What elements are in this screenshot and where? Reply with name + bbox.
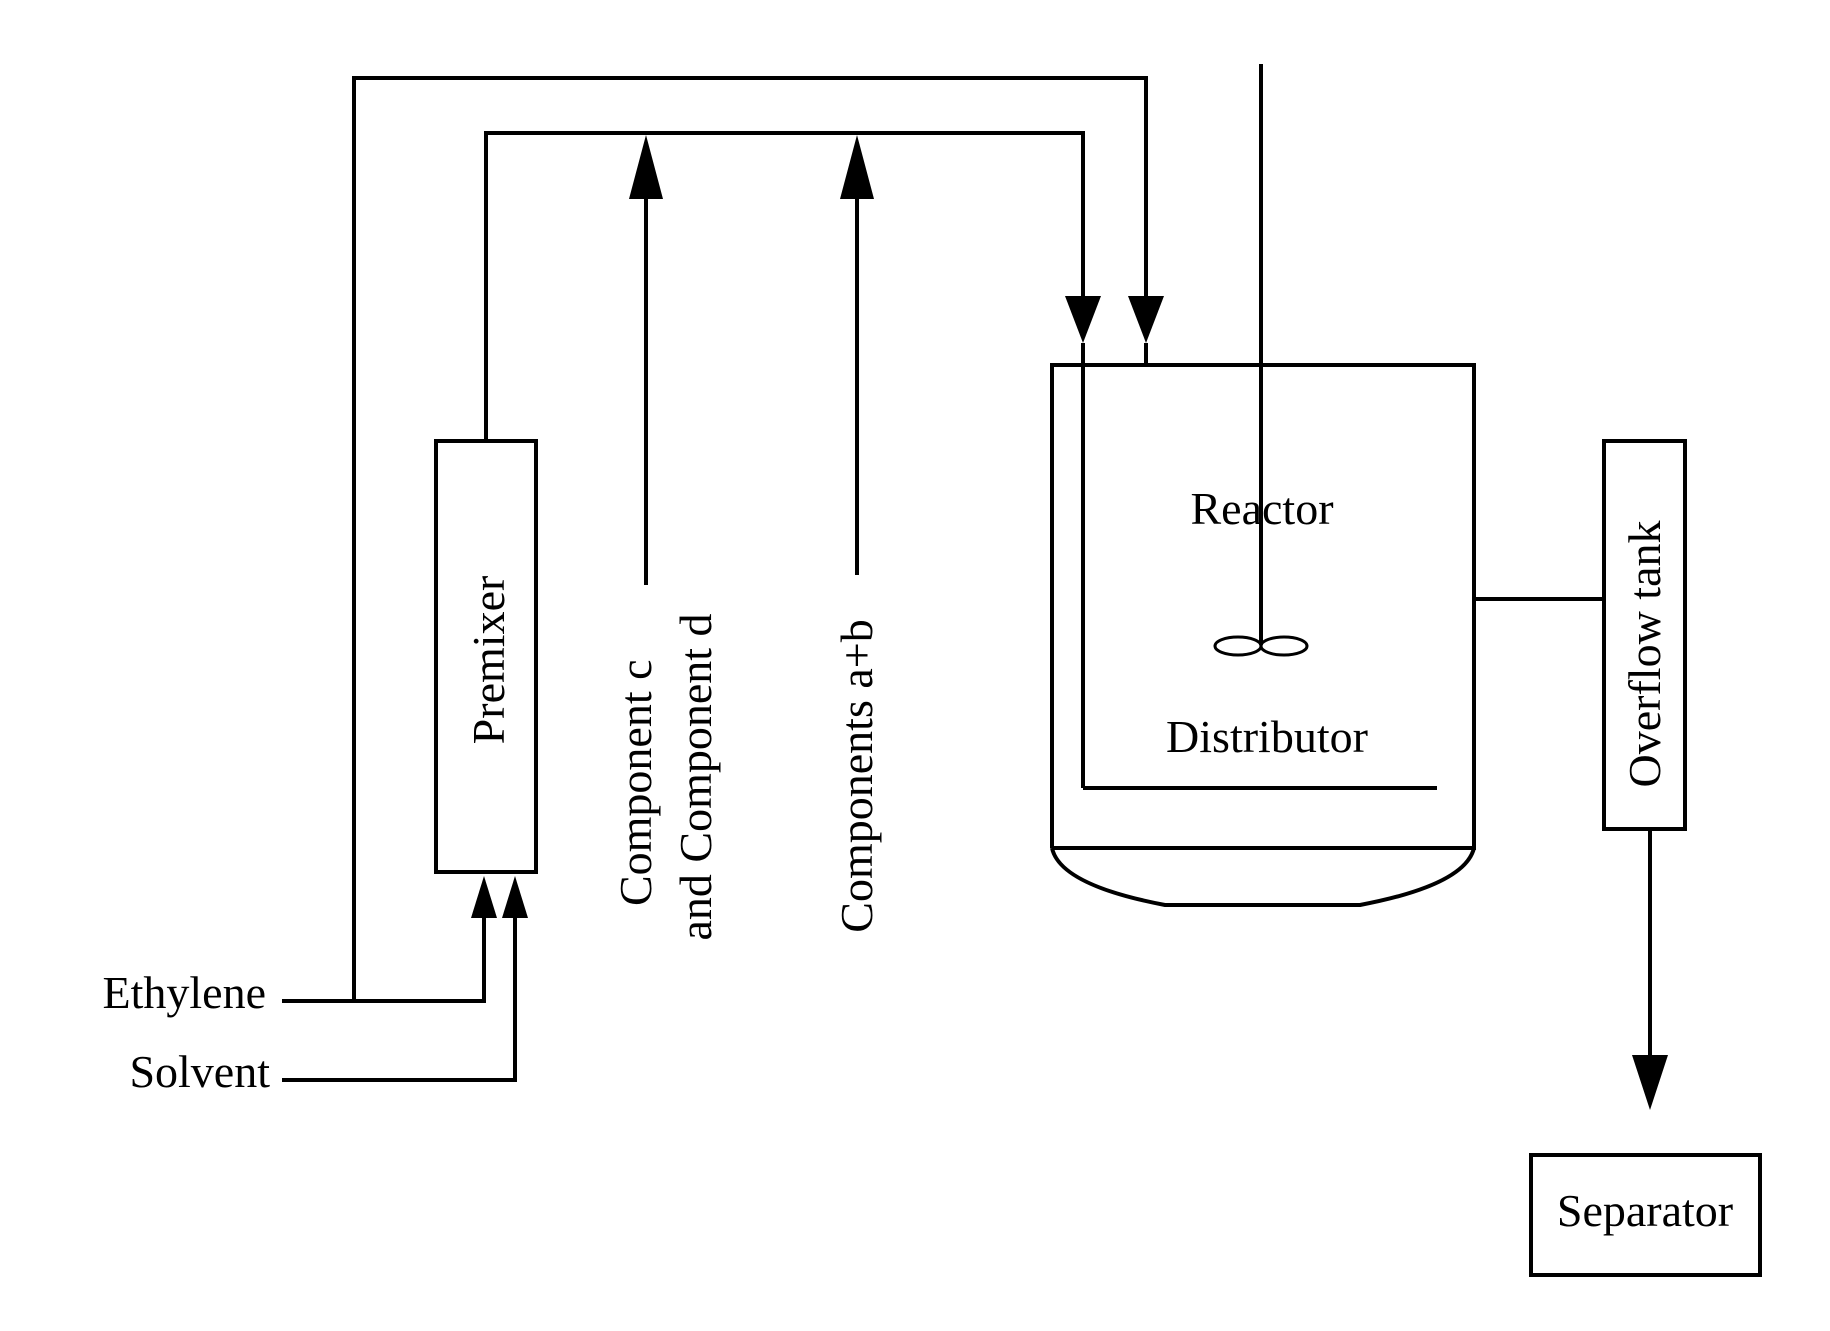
solvent-inlet-arrow xyxy=(502,876,528,918)
component-cd-label-line1: Component c xyxy=(610,659,661,906)
overflow-tank-label: Overflow tank xyxy=(1619,521,1670,788)
solvent-feed-line xyxy=(282,900,515,1080)
bypass-reactor-arrow xyxy=(1128,296,1164,343)
components-ab-label: Components a+b xyxy=(831,619,882,932)
premixer-label: Premixer xyxy=(463,576,514,745)
component-cd-arrow xyxy=(629,135,663,199)
premixer-reactor-arrow xyxy=(1065,296,1101,343)
solvent-label: Solvent xyxy=(129,1046,270,1097)
distributor-label: Distributor xyxy=(1166,711,1368,762)
ethylene-inlet-arrow xyxy=(471,876,497,918)
separator-label: Separator xyxy=(1557,1185,1733,1236)
separator-inlet-arrow xyxy=(1632,1055,1668,1110)
ethylene-feed-line xyxy=(282,900,484,1001)
ethylene-bypass-line xyxy=(354,78,1146,1001)
ethylene-label: Ethylene xyxy=(103,967,267,1018)
premixer-outlet-line xyxy=(486,133,1083,441)
component-ab-arrow xyxy=(840,135,874,199)
component-cd-label-line2: and Component d xyxy=(670,613,721,940)
component-cd-label: Component c and Component d xyxy=(610,613,721,940)
